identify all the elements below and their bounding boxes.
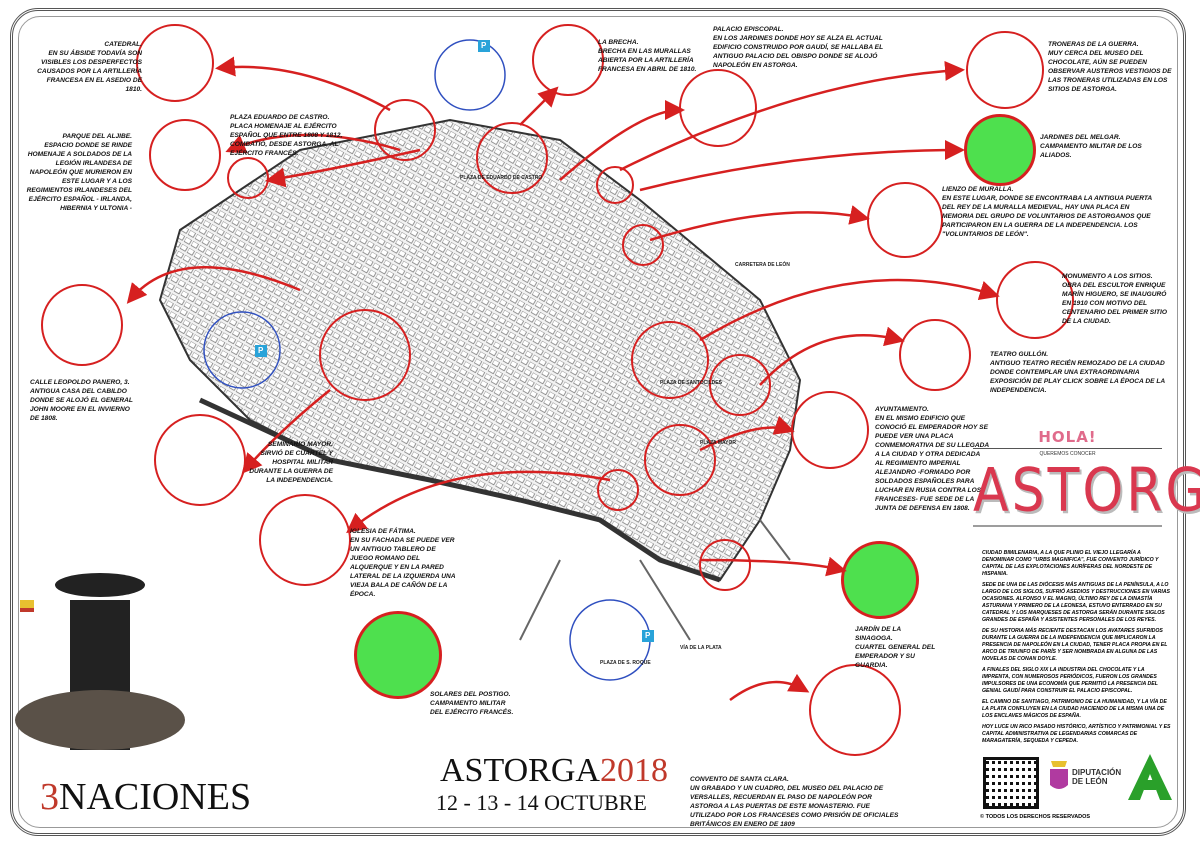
description-paragraph: HOY LUCE UN RICO PASADO HISTÓRICO, ARTÍS… [982, 724, 1171, 744]
callout-title: AYUNTAMIENTO. [875, 406, 929, 413]
diputacion-logo-text: DIPUTACIÓN DE LEÓN [1072, 768, 1122, 786]
title-block: HOLA! QUEREMOS CONOCER ASTORGA [965, 428, 1200, 527]
parking-icon: P [258, 346, 264, 355]
map-label: PLAZA MAYOR [700, 440, 737, 446]
parking-icon: P [645, 631, 651, 640]
city-description: CIUDAD BIMILENARIA, A LA QUE PLINIO EL V… [982, 550, 1172, 749]
copyright: © TODOS LOS DERECHOS RESERVADOS [980, 814, 1091, 820]
subtitle: QUEREMOS CONOCER [973, 448, 1162, 457]
map-label: VÍA DE LA PLATA [680, 645, 722, 651]
callout: SOLARES DEL POSTIGO. CAMPAMENTO MILITAR D… [430, 690, 520, 717]
event-year: 2018 [599, 752, 668, 789]
callout: JARDINES DEL MELGAR. CAMPAMENTO MILITAR D… [1040, 133, 1170, 160]
callout-title: MONUMENTO A LOS SITIOS. [1062, 273, 1153, 280]
callout-text: SIRVIÓ DE CUARTEL Y HOSPITAL MILITAR DUR… [249, 450, 333, 484]
event-name: ASTORGA [440, 752, 600, 789]
callout-text: OBRA DEL ESCULTOR ENRIQUE MARÍN HIGUERO,… [1062, 282, 1168, 325]
callout-title: TEATRO GULLÓN. [990, 351, 1049, 358]
parking-signs [255, 40, 654, 642]
callout: CALLE LEOPOLDO PANERO, 3. ANTIGUA CASA DE… [30, 378, 135, 423]
qr-code[interactable] [983, 757, 1039, 809]
callout: CATEDRAL. EN SU ÁBSIDE TODAVÍA SON VISIBL… [32, 40, 142, 94]
callout-title: IGLESIA DE FÁTIMA. [350, 528, 416, 535]
callout-title: CONVENTO DE SANTA CLARA. [690, 776, 789, 783]
poster-inner-frame [18, 16, 1178, 828]
map-label: PLAZA DE S. ROQUE [600, 660, 651, 666]
ayuntamiento-logo-icon [1128, 754, 1172, 800]
description-paragraph: EL CAMINO DE SANTIAGO, PATRIMONIO DE LA … [982, 699, 1167, 719]
callout-title: PARQUE DEL ALJIBE. [62, 133, 133, 140]
callout-text: CAMPAMENTO MILITAR DEL EJÉRCITO FRANCÉS. [430, 700, 514, 716]
callout-text: PLACA HOMENAJE AL EJÉRCITO ESPAÑOL QUE E… [230, 123, 343, 157]
map-label: PLAZA DE SANTOCILDES [660, 380, 722, 386]
callout-text: ESPACIO DONDE SE RINDE HOMENAJE A SOLDAD… [26, 142, 132, 212]
callout-title: SEMINARIO MAYOR. [267, 441, 333, 448]
callout-text: ANTIGUO TEATRO RECIÉN REMOZADO DE LA CIU… [990, 360, 1165, 394]
description-paragraph: DE SU HISTORIA MÁS RECIENTE DESTACAN LOS… [982, 628, 1168, 662]
building-circles [41, 24, 1074, 756]
callout-title: CATEDRAL. [104, 41, 142, 48]
callout: MONUMENTO A LOS SITIOS. OBRA DEL ESCULTOR… [1062, 272, 1172, 326]
event-dates: 12 - 13 - 14 OCTUBRE [436, 790, 647, 815]
callout-title: LIENZO DE MURALLA. [942, 186, 1014, 193]
callout-text: EN LOS JARDINES DONDE HOY SE ALZA EL ACT… [713, 35, 883, 69]
callout-text: ANTIGUA CASA DEL CABILDO DONDE SE ALOJÓ … [30, 388, 133, 422]
description-paragraph: A FINALES DEL SIGLO XIX LA INDUSTRIA DEL… [982, 667, 1158, 694]
diputacion-crest-icon [1050, 761, 1068, 789]
callout: AYUNTAMIENTO. EN EL MISMO EDIFICIO QUE CO… [875, 405, 990, 513]
callout-title: JARDINES DEL MELGAR. [1040, 134, 1121, 141]
callout-title: TRONERAS DE LA GUERRA. [1048, 41, 1139, 48]
callout: SEMINARIO MAYOR. SIRVIÓ DE CUARTEL Y HOSP… [245, 440, 333, 485]
callout: PLAZA EDUARDO DE CASTRO. PLACA HOMENAJE A… [230, 113, 350, 158]
callout: LIENZO DE MURALLA. EN ESTE LUGAR, DONDE S… [942, 185, 1152, 239]
army-silhouette [15, 573, 185, 750]
description-paragraph: CIUDAD BIMILENARIA, A LA QUE PLINIO EL V… [982, 550, 1159, 577]
callout: CONVENTO DE SANTA CLARA. UN GRABADO Y UN … [690, 775, 900, 829]
callout-title: LA BRECHA. [598, 39, 639, 46]
brand-word: NACIONES [59, 776, 252, 818]
callout-title: CALLE LEOPOLDO PANERO, 3. [30, 379, 130, 386]
callout-text: EN EL MISMO EDIFICIO QUE CONOCIÓ EL EMPE… [875, 415, 989, 512]
callout-title: PALACIO EPISCOPAL. [713, 26, 784, 33]
callout: TEATRO GULLÓN. ANTIGUO TEATRO RECIÉN REMO… [990, 350, 1165, 395]
city-wall [198, 397, 721, 583]
brand-logo: 3NACIONES [40, 775, 251, 819]
callout: LA BRECHA. BRECHA EN LAS MURALLAS ABIERTA… [598, 38, 703, 74]
callout: PALACIO EPISCOPAL. EN LOS JARDINES DONDE … [713, 25, 893, 70]
camp-circles [355, 115, 1035, 698]
callout: IGLESIA DE FÁTIMA. EN SU FACHADA SE PUEDE… [350, 527, 460, 599]
callout-text: EN SU ÁBSIDE TODAVÍA SON VISIBLES LOS DE… [37, 50, 142, 93]
description-paragraph: SEDE DE UNA DE LAS DIÓCESIS MÁS ANTIGUAS… [982, 582, 1171, 623]
pointer-arrows [126, 56, 1000, 702]
callout-title: JARDÍN DE LA SINAGOGA. [855, 626, 901, 642]
parking-icon: P [481, 41, 487, 50]
brand-number: 3 [40, 776, 59, 818]
callout-text: UN GRABADO Y UN CUADRO, DEL MUSEO DEL PA… [690, 785, 899, 828]
callout-text: BRECHA EN LAS MURALLAS ABIERTA POR LA AR… [598, 48, 697, 73]
callout: PARQUE DEL ALJIBE. ESPACIO DONDE SE RINDE… [22, 132, 132, 213]
callout: JARDÍN DE LA SINAGOGA. CUARTEL GENERAL DE… [855, 625, 940, 670]
callout-text: MUY CERCA DEL MUSEO DEL CHOCOLATE, AÚN S… [1048, 50, 1172, 93]
callout-text: EN SU FACHADA SE PUEDE VER UN ANTIGUO TA… [350, 537, 456, 598]
callout-title: PLAZA EDUARDO DE CASTRO. [230, 114, 330, 121]
callout-text: CAMPAMENTO MILITAR DE LOS ALIADOS. [1040, 143, 1142, 159]
road [519, 519, 791, 641]
poster-frame [10, 8, 1186, 836]
parking-circles [203, 39, 651, 681]
event-title: ASTORGA2018 [440, 752, 668, 790]
city-title: ASTORGA [973, 456, 1200, 527]
callout-text: CUARTEL GENERAL DEL EMPERADOR Y SU GUARD… [855, 644, 936, 669]
map-label: CARRETERA DE LEÓN [735, 262, 790, 268]
map-label: PLAZA DE EDUARDO DE CASTRO [460, 175, 543, 181]
callout-text: EN ESTE LUGAR, DONDE SE ENCONTRABA LA AN… [942, 195, 1152, 238]
hello-heading: HOLA! [1038, 428, 1097, 446]
callout: TRONERAS DE LA GUERRA. MUY CERCA DEL MUSE… [1048, 40, 1178, 94]
callout-title: SOLARES DEL POSTIGO. [430, 691, 511, 698]
